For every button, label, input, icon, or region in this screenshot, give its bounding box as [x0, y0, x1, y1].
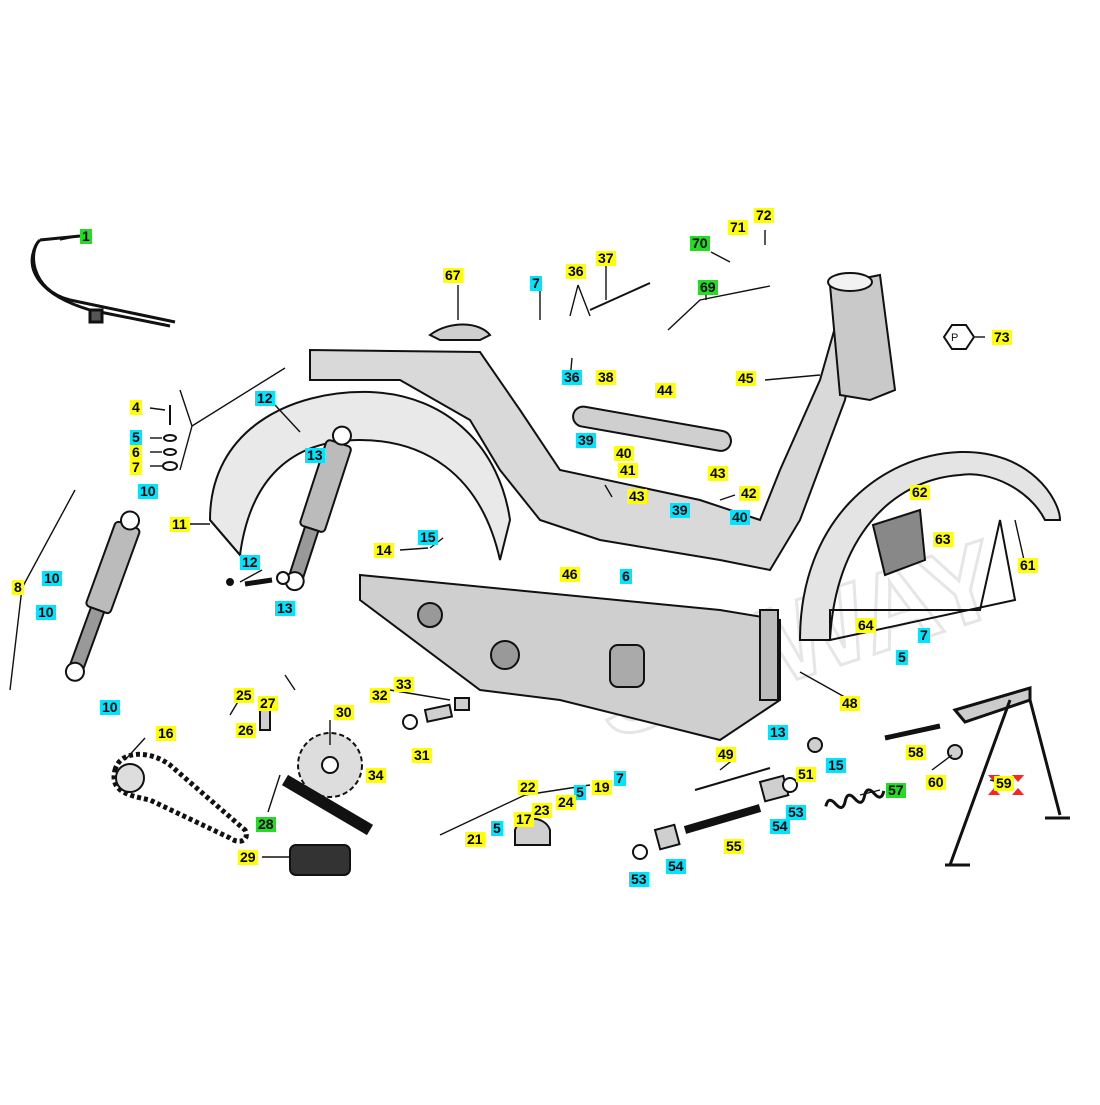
callout-48: 48 — [840, 695, 860, 711]
callout-67: 67 — [443, 267, 463, 283]
callout-64: 64 — [856, 617, 876, 633]
callout-11: 11 — [170, 516, 189, 532]
callout-40: 40 — [614, 445, 634, 461]
callout-69: 69 — [698, 279, 718, 295]
callout-5: 5 — [896, 649, 908, 665]
callout-7: 7 — [530, 275, 542, 291]
callout-10: 10 — [138, 483, 158, 499]
callout-29: 29 — [238, 849, 258, 865]
callout-5: 5 — [130, 429, 142, 445]
part-1-bracket — [30, 234, 176, 328]
callout-53: 53 — [629, 871, 649, 887]
callout-19: 19 — [592, 779, 612, 795]
upper-frame-beam — [309, 272, 897, 572]
callout-13: 13 — [305, 447, 325, 463]
callout-36: 36 — [562, 369, 582, 385]
callout-54: 54 — [666, 858, 686, 874]
callout-8: 8 — [12, 579, 24, 595]
callout-43: 43 — [627, 488, 647, 504]
callout-6: 6 — [130, 444, 142, 460]
callout-49: 49 — [716, 746, 736, 762]
callout-34: 34 — [366, 767, 386, 783]
callout-15: 15 — [418, 529, 438, 545]
callout-12: 12 — [255, 390, 275, 406]
callout-37: 37 — [596, 250, 616, 266]
callout-27: 27 — [258, 695, 278, 711]
callout-73: 73 — [992, 329, 1012, 345]
callout-44: 44 — [655, 382, 675, 398]
callout-31: 31 — [412, 747, 432, 763]
callout-25: 25 — [234, 687, 254, 703]
callout-13: 13 — [768, 724, 788, 740]
callout-10: 10 — [36, 604, 56, 620]
callout-61: 61 — [1018, 557, 1038, 573]
callout-62: 62 — [910, 484, 930, 500]
callout-14: 14 — [374, 542, 394, 558]
callout-23: 23 — [532, 802, 552, 818]
callout-72: 72 — [754, 207, 774, 223]
callout-42: 42 — [739, 485, 759, 501]
callout-43: 43 — [708, 465, 728, 481]
callout-33: 33 — [394, 676, 414, 692]
part-57-spring — [824, 788, 886, 809]
lower-frame-box — [359, 573, 781, 742]
callout-53: 53 — [786, 804, 806, 820]
callout-17: 17 — [514, 811, 534, 827]
callout-1: 1 — [80, 228, 92, 244]
callout-7: 7 — [614, 770, 626, 786]
callout-41: 41 — [618, 462, 638, 478]
callout-45: 45 — [736, 370, 756, 386]
piaggio-logo-icon: P — [942, 324, 976, 350]
callout-7: 7 — [918, 627, 930, 643]
callout-6: 6 — [620, 568, 632, 584]
callout-71: 71 — [728, 219, 748, 235]
callout-54: 54 — [770, 818, 790, 834]
callout-7: 7 — [130, 459, 142, 475]
callout-5: 5 — [491, 820, 503, 836]
front-mudguard — [798, 450, 1062, 642]
part-59-stand — [945, 685, 1070, 867]
svg-text:P: P — [951, 332, 958, 344]
callout-15: 15 — [826, 757, 846, 773]
callout-39: 39 — [670, 502, 690, 518]
callout-40: 40 — [730, 509, 750, 525]
callout-46: 46 — [560, 566, 580, 582]
callout-21: 21 — [465, 831, 485, 847]
callout-22: 22 — [518, 779, 538, 795]
shock-absorber-right — [284, 425, 352, 592]
callout-30: 30 — [334, 704, 354, 720]
callout-10: 10 — [42, 570, 62, 586]
callout-55: 55 — [724, 838, 744, 854]
callout-32: 32 — [370, 687, 390, 703]
callout-36: 36 — [566, 263, 586, 279]
callout-51: 51 — [796, 766, 816, 782]
callout-24: 24 — [556, 794, 576, 810]
callout-58: 58 — [906, 744, 926, 760]
callout-10: 10 — [100, 699, 120, 715]
small-parts — [162, 282, 963, 860]
callout-39: 39 — [576, 432, 596, 448]
callout-59: 59 — [994, 775, 1014, 791]
chain-sprocket — [111, 732, 374, 876]
callout-57: 57 — [886, 782, 906, 798]
callout-63: 63 — [933, 531, 953, 547]
callout-28: 28 — [256, 816, 276, 832]
callout-4: 4 — [130, 399, 142, 415]
callout-13: 13 — [275, 600, 295, 616]
callout-12: 12 — [240, 554, 260, 570]
shock-absorber-left — [64, 510, 141, 682]
callout-16: 16 — [156, 725, 176, 741]
callout-26: 26 — [236, 722, 256, 738]
callout-60: 60 — [926, 774, 946, 790]
callout-5: 5 — [574, 784, 586, 800]
callout-38: 38 — [596, 369, 616, 385]
callout-70: 70 — [690, 235, 710, 251]
